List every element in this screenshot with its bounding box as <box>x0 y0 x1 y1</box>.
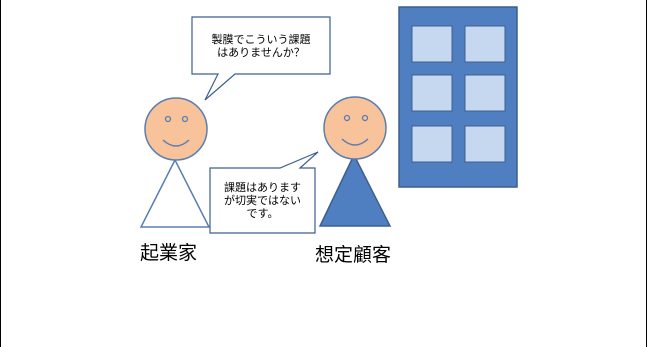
customer-label: 想定顧客 <box>315 244 392 266</box>
office-building <box>398 6 518 188</box>
question-bubble <box>191 16 331 101</box>
question-text: 製膜でこういう課題 はありませんか？ <box>211 33 311 59</box>
entrepreneur-label: 起業家 <box>140 242 198 264</box>
customer-figure <box>318 96 392 227</box>
answer-text: 課題はあります が切実ではない です。 <box>224 181 301 220</box>
answer-bubble <box>209 151 319 234</box>
entrepreneur-figure <box>139 97 211 228</box>
